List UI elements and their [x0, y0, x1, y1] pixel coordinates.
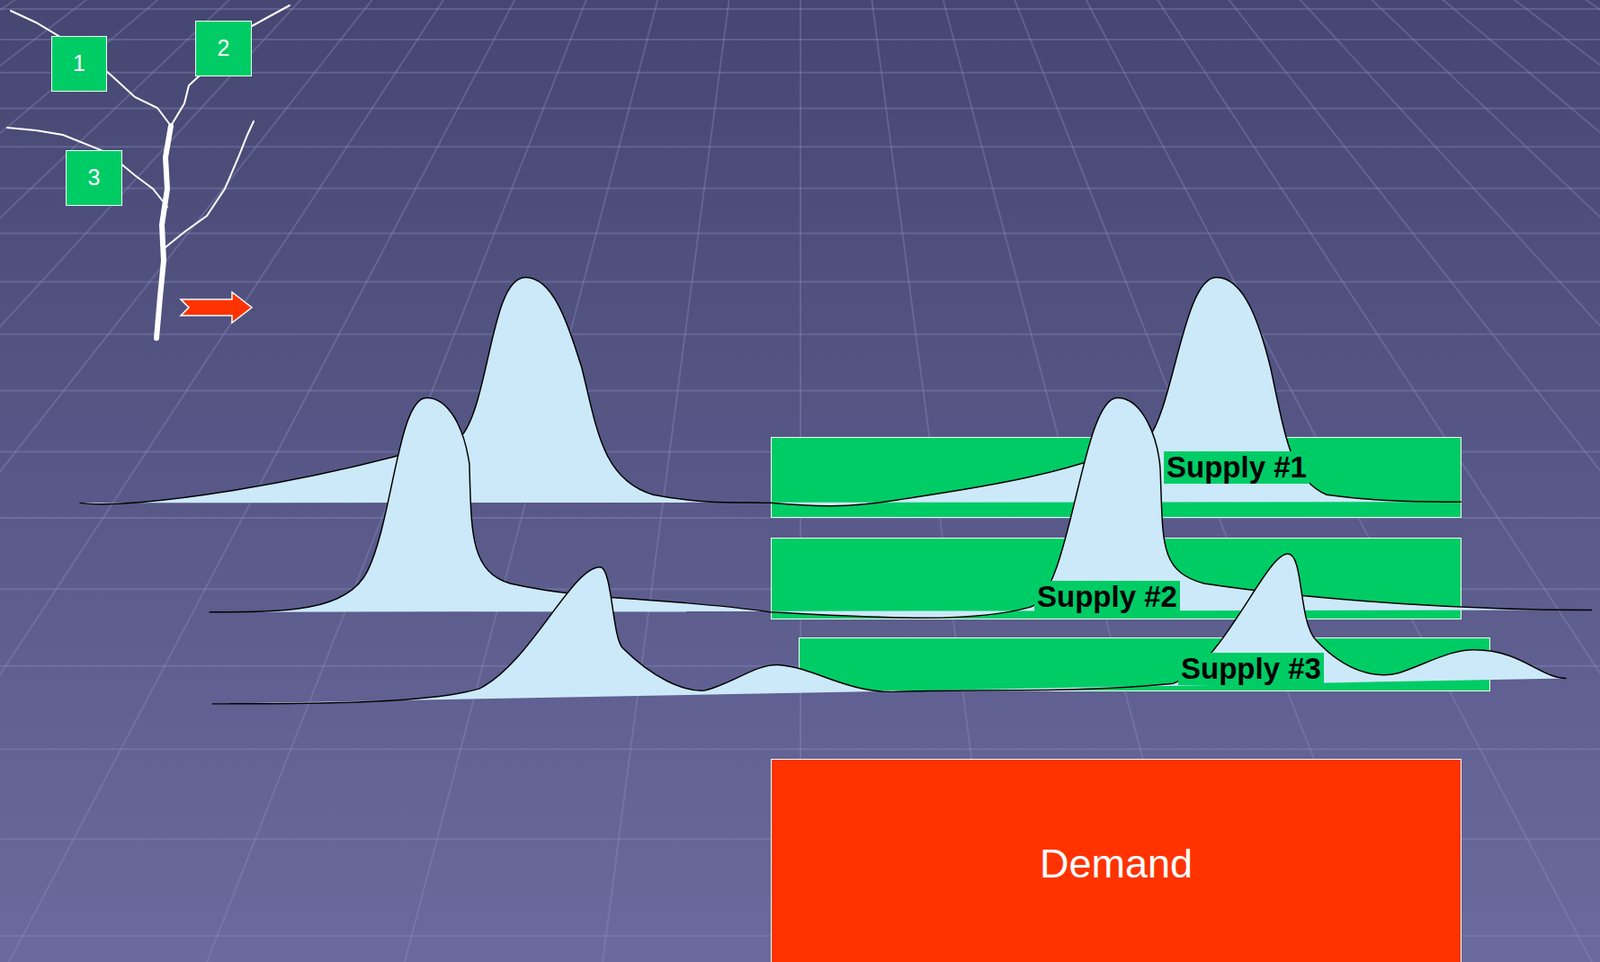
grid-line [0, 0, 441, 962]
demand-box: Demand [770, 759, 1462, 962]
river-branch [7, 127, 168, 207]
grid-line [0, 0, 405, 962]
grid-line [0, 0, 585, 962]
river-branch [10, 10, 171, 126]
grid-line [8, 0, 657, 962]
flow-arrow [180, 292, 252, 323]
grid-line [404, 0, 729, 962]
grid-line [0, 0, 369, 962]
grid-line [0, 0, 621, 962]
node-label: 1 [72, 51, 86, 77]
river-trunk [156, 125, 171, 339]
grid-line [602, 0, 765, 962]
node-label: 3 [88, 165, 101, 191]
node-label: 2 [217, 35, 231, 62]
river-branch [170, 5, 290, 126]
supply-bar: Supply #3 [798, 637, 1491, 692]
grid-line [0, 0, 513, 962]
supply-bar: Supply #2 [770, 537, 1462, 620]
node-label: Supply #1 [1163, 451, 1310, 484]
node-label: Supply #3 [1178, 652, 1324, 686]
supply-bar: Supply #1 [770, 437, 1462, 519]
node-label: Supply #2 [1034, 581, 1180, 614]
callout-box: 1 [51, 35, 108, 92]
node-label: Demand [1039, 841, 1193, 887]
river-branch [165, 121, 254, 248]
grid-line [0, 0, 477, 962]
callout-box: 3 [65, 150, 123, 206]
callout-box: 2 [195, 20, 252, 77]
grid-line [0, 0, 549, 962]
river-tree [7, 5, 290, 339]
